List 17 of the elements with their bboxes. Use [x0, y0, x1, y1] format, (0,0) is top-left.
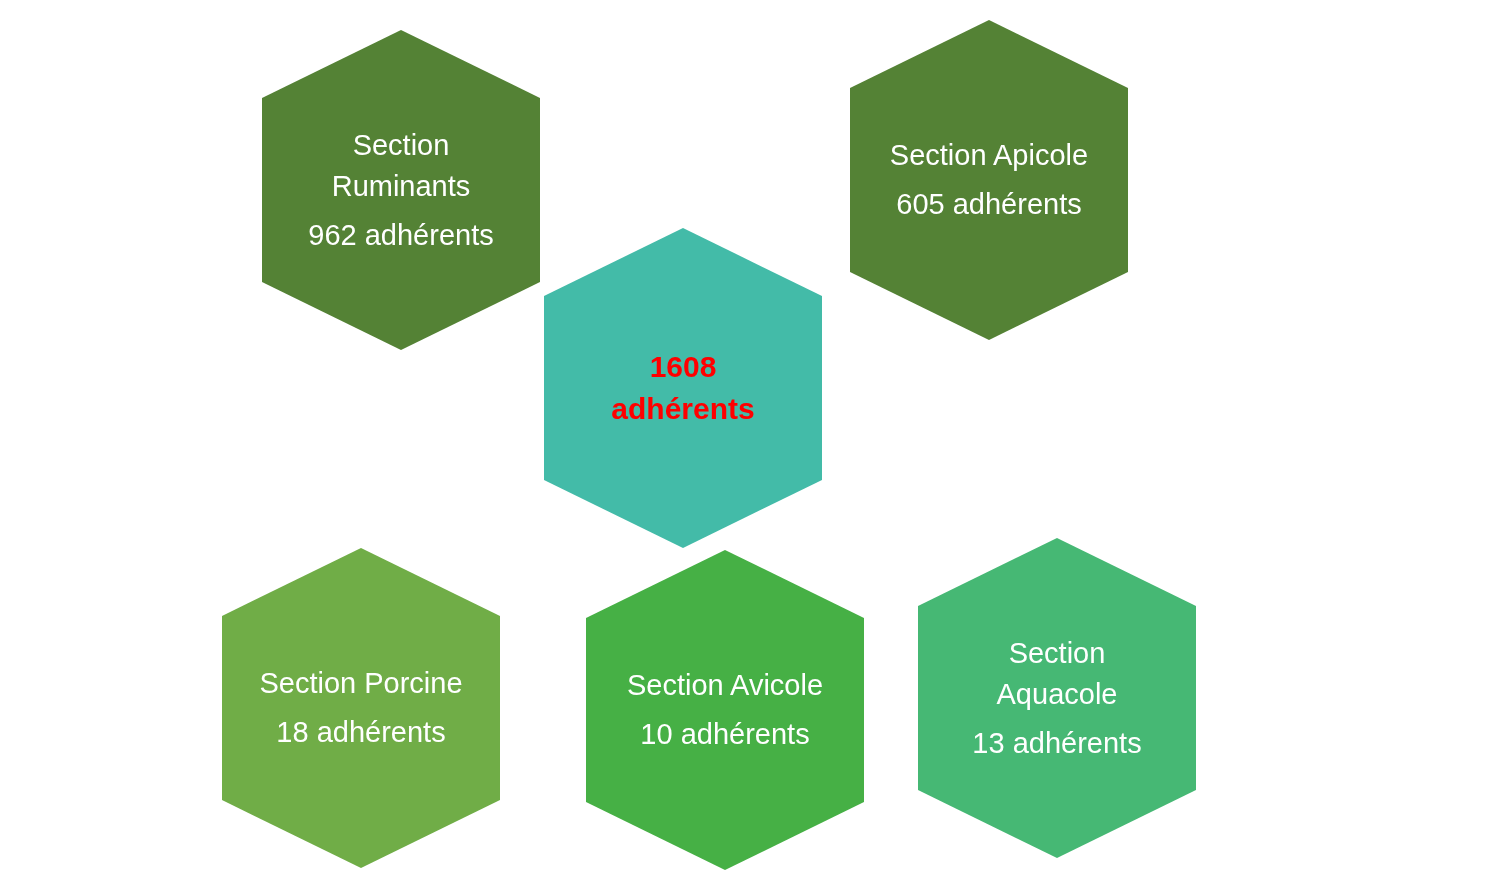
section-name: Section Aquacole — [995, 635, 1119, 712]
member-count: 605 adhérents — [896, 187, 1082, 222]
hexagon-node — [918, 538, 1196, 858]
hexagon-node — [262, 30, 540, 350]
member-count: 18 adhérents — [276, 715, 446, 750]
hexagon-node — [586, 550, 864, 870]
section-name: Section Ruminants — [330, 127, 472, 204]
hexagon-node — [544, 228, 822, 548]
section-name: Section Avicole — [626, 668, 824, 703]
member-count: 962 adhérents — [308, 217, 494, 253]
hexagon-node — [222, 548, 500, 868]
section-name: Section Apicole — [889, 138, 1089, 173]
section-name: Section Porcine — [259, 666, 463, 701]
hexagon-node — [850, 20, 1128, 340]
total-label: 1608 adhérents — [610, 349, 756, 427]
member-count: 10 adhérents — [640, 717, 810, 752]
member-count: 13 adhérents — [972, 725, 1142, 761]
